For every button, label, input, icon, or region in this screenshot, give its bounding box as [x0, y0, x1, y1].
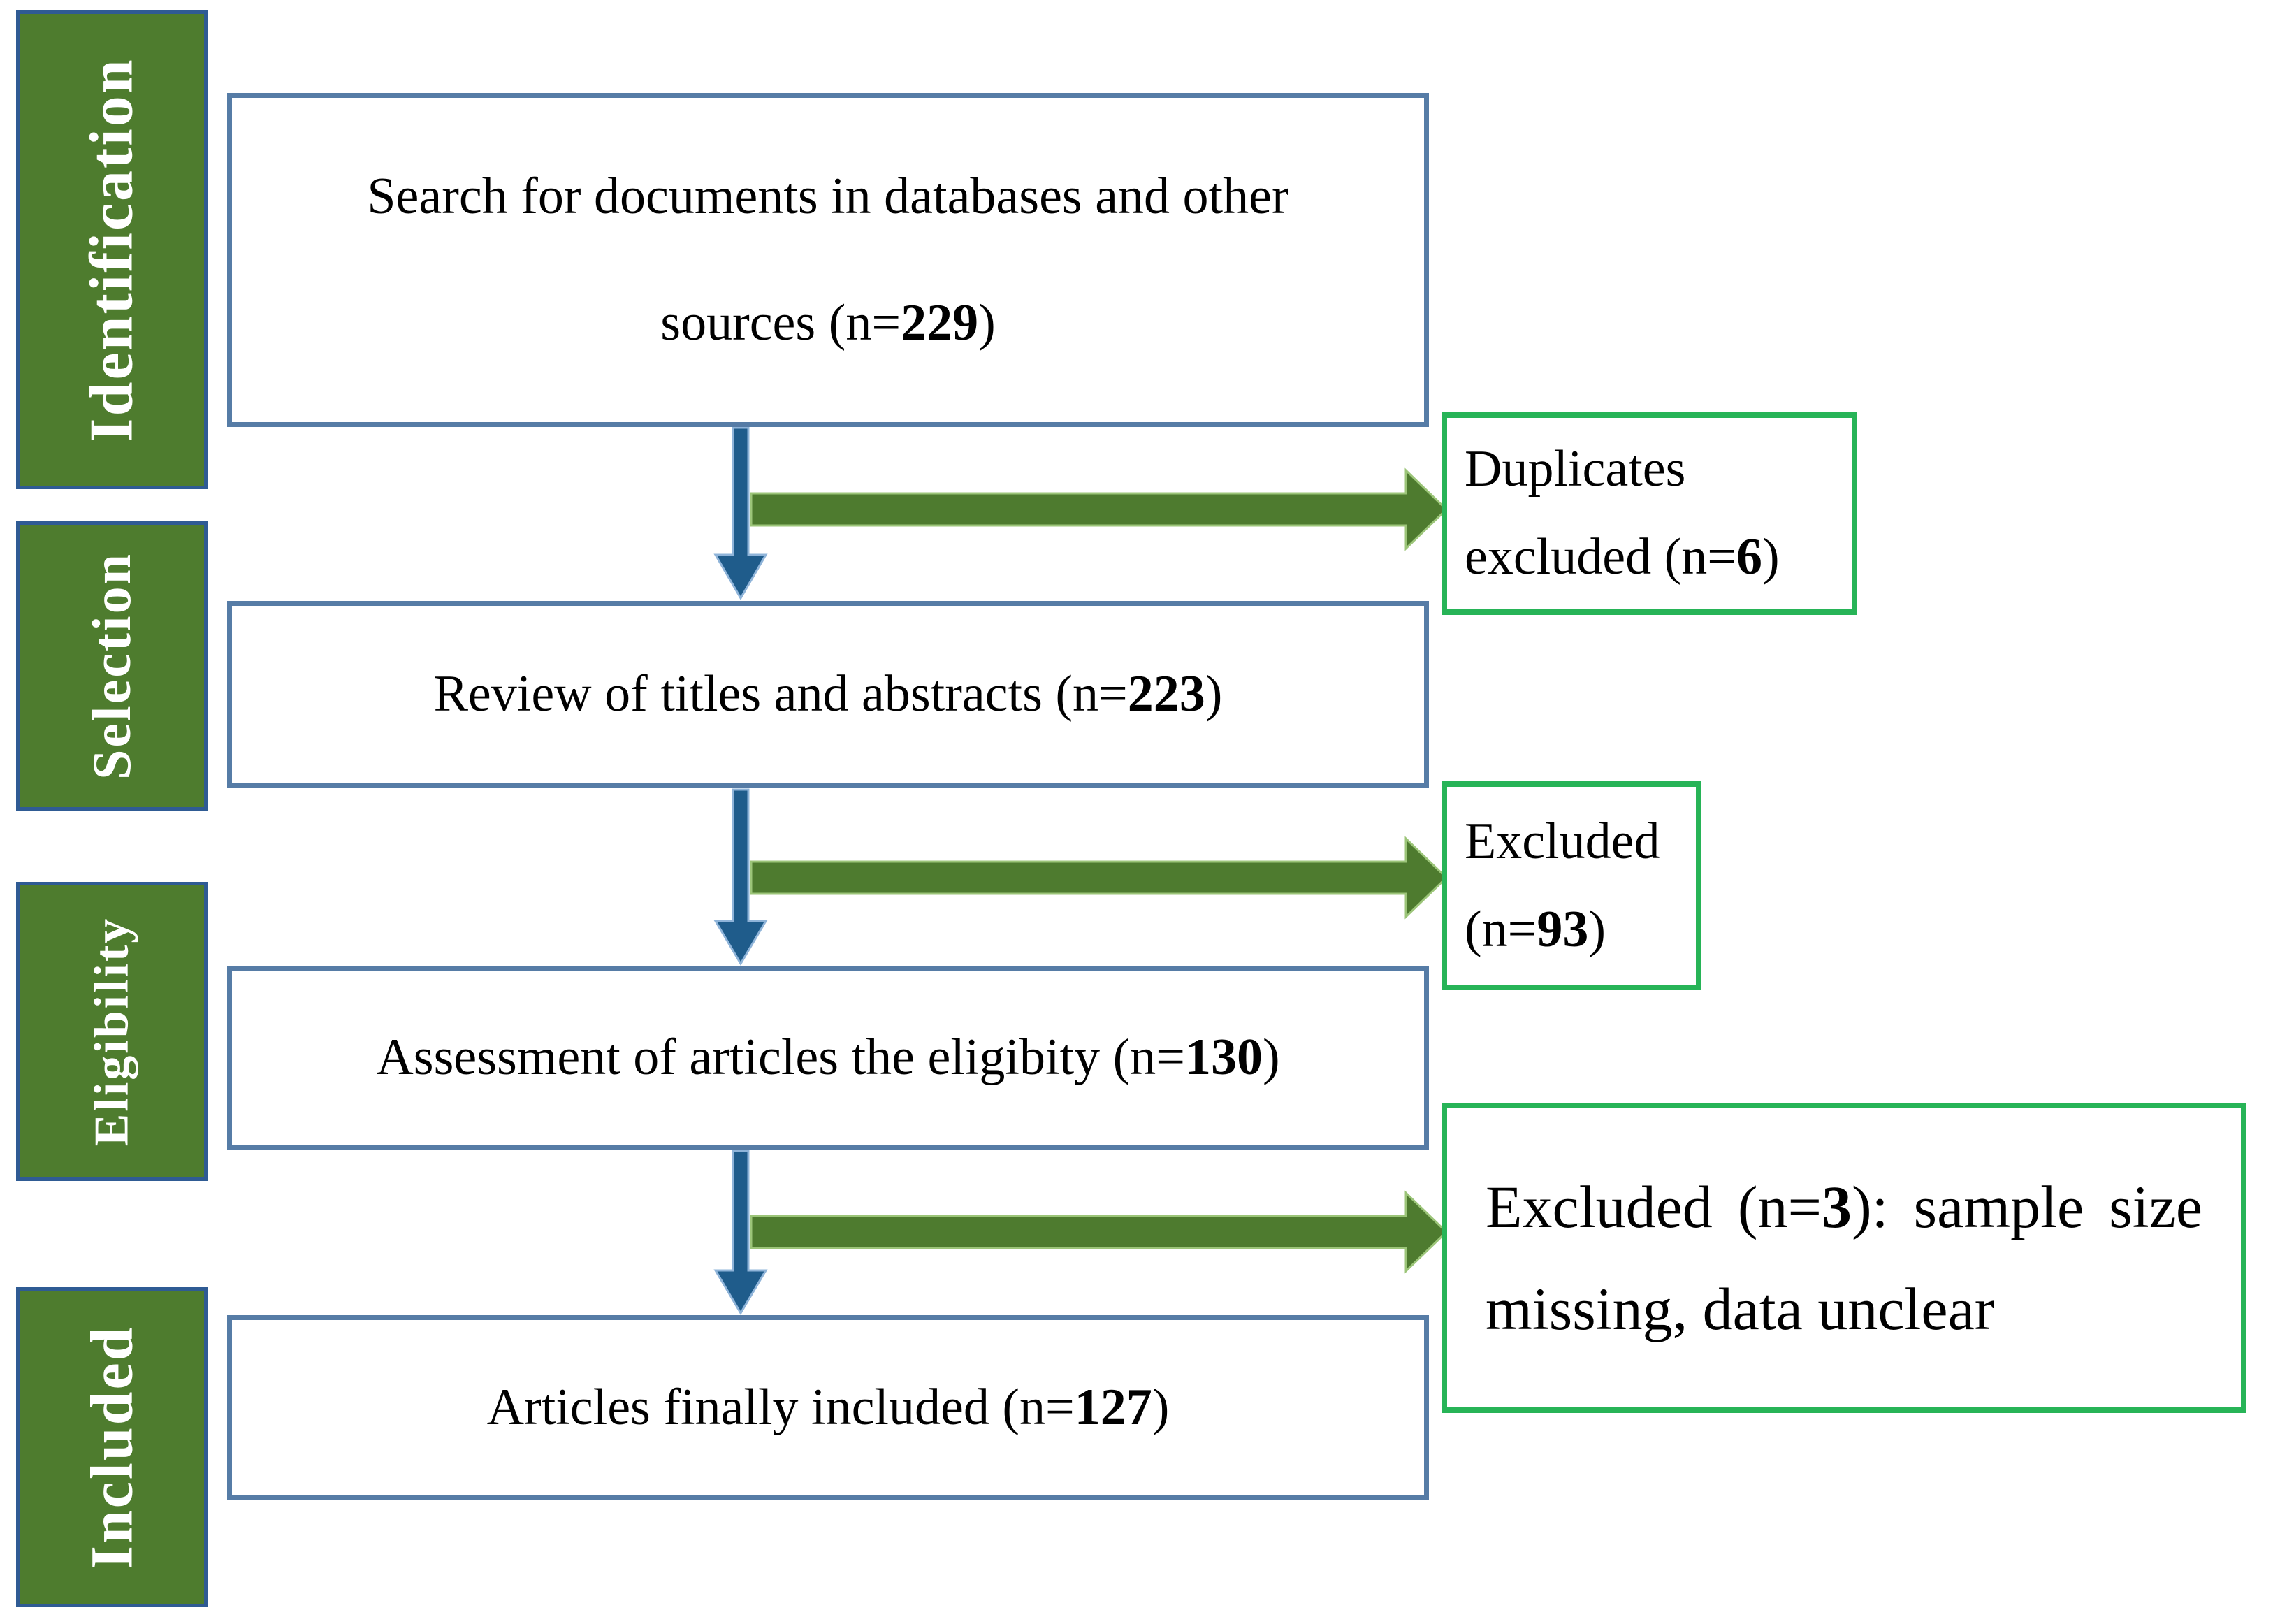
- stage-label-selection: Selection: [16, 521, 208, 811]
- exclusion-box-text: Excluded (n=93): [1465, 812, 1660, 958]
- flow-box-search: Search for documents in databases and ot…: [227, 93, 1429, 427]
- stage-label-text: Included: [78, 1325, 145, 1569]
- exclusion-box-text: Excluded (n=3): sample size missing, dat…: [1486, 1173, 2202, 1342]
- right-arrow-icon-3: [750, 1190, 1449, 1274]
- flow-box-included: Articles finally included (n=127): [227, 1315, 1429, 1500]
- stage-label-included: Included: [16, 1287, 208, 1607]
- exclusion-box-duplicates: Duplicates excluded (n=6): [1442, 412, 1857, 615]
- stage-label-text: Eligibility: [85, 916, 138, 1147]
- down-arrow-icon-1: [713, 426, 768, 600]
- stage-label-identification: Identification: [16, 10, 208, 489]
- flow-box-text: Review of titles and abstracts (n=223): [433, 665, 1223, 723]
- flow-box-assessment: Assessment of articles the eligibity (n=…: [227, 966, 1429, 1150]
- flow-box-review: Review of titles and abstracts (n=223): [227, 601, 1429, 788]
- flow-box-text: Articles finally included (n=127): [486, 1378, 1170, 1436]
- exclusion-box-eligibility: Excluded (n=3): sample size missing, dat…: [1442, 1103, 2246, 1413]
- stage-label-text: Identification: [78, 57, 146, 442]
- down-arrow-icon-3: [713, 1150, 768, 1315]
- stage-label-text: Selection: [81, 552, 142, 780]
- down-arrow-icon-2: [713, 788, 768, 966]
- stage-label-eligibility: Eligibility: [16, 882, 208, 1181]
- flow-box-text: Search for documents in databases and ot…: [367, 167, 1289, 351]
- exclusion-box-titles-abstracts: Excluded (n=93): [1442, 781, 1701, 990]
- flow-box-text: Assessment of articles the eligibity (n=…: [376, 1028, 1280, 1086]
- right-arrow-icon-1: [750, 467, 1449, 551]
- exclusion-box-text: Duplicates excluded (n=6): [1465, 440, 1780, 586]
- right-arrow-icon-2: [750, 836, 1449, 920]
